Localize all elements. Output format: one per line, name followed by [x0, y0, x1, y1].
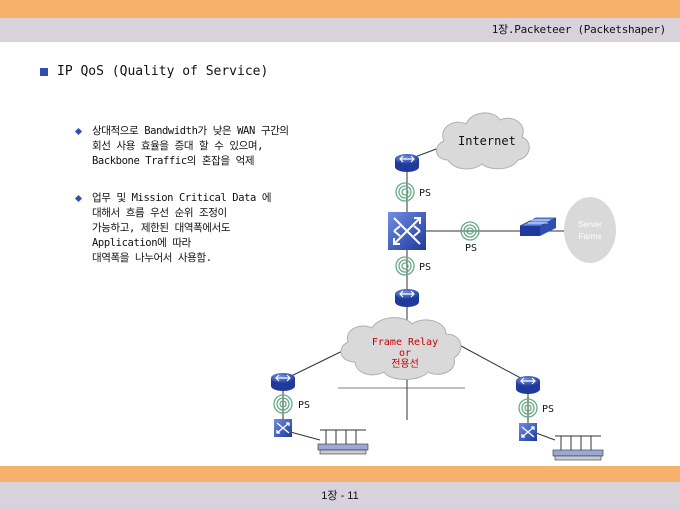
chapter-title: 1장.Packeteer (Packetshaper): [491, 23, 667, 36]
workgroup-switch-icon: [519, 217, 557, 236]
packetshaper-icon: [395, 256, 415, 276]
bullet-2-line-1: 업무 및 Mission Critical Data 에: [92, 192, 272, 204]
title-square-icon: [40, 67, 48, 76]
ps-label: PS: [298, 400, 310, 411]
bullet-1-line-1: 상대적으로 Bandwidth가 낮은 WAN 구간의: [92, 125, 289, 137]
ps-label: PS: [542, 404, 554, 415]
diamond-bullet-icon: [74, 194, 83, 203]
server-farm-label-line-1: Server: [578, 220, 602, 229]
slide-title: IP QoS (Quality of Service): [57, 64, 269, 79]
frame-relay-cloud-icon: [340, 317, 462, 380]
footer-grey-band: [0, 482, 680, 510]
hosts-icon: [317, 429, 369, 455]
router-icon: [515, 375, 541, 395]
frame-relay-label-line-3: 전용선: [391, 358, 419, 370]
diamond-bullet-icon: [74, 127, 83, 136]
core-switch-icon: [388, 212, 426, 250]
bullet-1-line-3: Backbone Traffic의 혼잡을 억제: [92, 155, 255, 167]
internet-label: Internet: [458, 134, 516, 148]
switch-icon: [518, 422, 538, 442]
bullet-2-line-5: 대역폭을 나누어서 사용함.: [92, 252, 212, 264]
server-farm-label-line-2: Farms: [579, 232, 602, 241]
packetshaper-icon: [395, 182, 415, 202]
server-farm-icon: [564, 197, 616, 263]
hosts-icon: [552, 435, 604, 461]
bullet-2-line-3: 가능하고, 제한된 대역폭에서도: [92, 222, 231, 234]
frame-relay-label-line-2: or: [399, 348, 411, 359]
ps-label: PS: [419, 262, 431, 273]
page-number: 1장 - 11: [321, 490, 359, 502]
slide-title-row: IP QoS (Quality of Service): [40, 64, 268, 79]
bullet-2: 업무 및 Mission Critical Data 에 대해서 흐름 우선 순…: [74, 191, 272, 266]
header-grey-band: [0, 18, 680, 42]
header-orange-band: [0, 0, 680, 18]
ps-label: PS: [419, 188, 431, 199]
router-icon: [394, 288, 420, 308]
network-diagram: Internet Server Farms Frame Relay or 전용선…: [270, 112, 616, 461]
router-icon: [270, 372, 296, 392]
bullet-2-line-4: Application에 따라: [92, 237, 191, 249]
footer-orange-band: [0, 466, 680, 482]
internet-cloud-icon: [436, 112, 530, 170]
ps-label: PS: [465, 243, 477, 254]
right-site-link: [449, 339, 529, 383]
router-icon: [394, 153, 420, 173]
bullet-1-line-2: 회선 사용 효율을 증대 할 수 있으며,: [92, 140, 264, 152]
bullet-2-line-2: 대해서 흐름 우선 순위 조정이: [92, 207, 227, 219]
switch-icon: [273, 418, 293, 438]
frame-relay-label-line-1: Frame Relay: [372, 337, 438, 348]
bullet-1: 상대적으로 Bandwidth가 낮은 WAN 구간의 회선 사용 효율을 증대…: [74, 124, 289, 169]
